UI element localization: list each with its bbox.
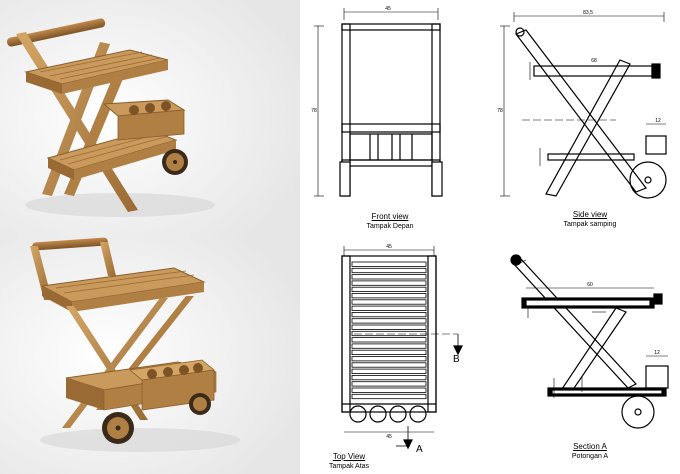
tray-slat bbox=[351, 280, 427, 286]
tray-slat bbox=[351, 349, 427, 356]
tray-slat bbox=[351, 337, 427, 343]
front-width-dim: 45 bbox=[385, 6, 391, 12]
section-b-marker: B bbox=[453, 354, 460, 365]
section-a-drawing bbox=[510, 254, 669, 429]
tray-slat bbox=[351, 318, 427, 324]
tray-slat bbox=[351, 324, 427, 330]
side-tray-dim: 68 bbox=[591, 58, 597, 64]
top-width-dim: 45 bbox=[386, 244, 392, 250]
top-view-caption: Top View Tampak Atas bbox=[304, 452, 394, 472]
front-view-title: Front view bbox=[371, 212, 409, 221]
tray-slat bbox=[351, 330, 427, 337]
top-view-drawing bbox=[341, 246, 463, 450]
tray-slat bbox=[351, 343, 427, 349]
render-cart-top bbox=[0, 0, 300, 237]
side-height-dim: 78 bbox=[497, 108, 503, 114]
section-a-subtitle: Potongan A bbox=[571, 453, 609, 460]
front-height-dim: 78 bbox=[311, 108, 317, 114]
tray-slat bbox=[351, 387, 427, 393]
top-view-title: Top View bbox=[332, 452, 366, 461]
top-view-subtitle: Tampak Atas bbox=[328, 463, 370, 470]
tray-slat bbox=[351, 286, 427, 293]
section-box-dim: 12 bbox=[654, 350, 660, 356]
front-view-drawing bbox=[314, 8, 443, 197]
front-view-subtitle: Tampak Depan bbox=[366, 223, 414, 230]
tray-slat bbox=[351, 311, 427, 318]
tray-slat bbox=[351, 374, 427, 381]
side-view-caption: Side view Tampak samping bbox=[540, 210, 640, 230]
side-box-dim: 12 bbox=[655, 118, 661, 124]
tray-slat bbox=[351, 356, 427, 362]
side-view-drawing bbox=[500, 12, 667, 199]
tray-slat bbox=[351, 368, 427, 374]
section-tray-dim: 60 bbox=[587, 282, 593, 288]
front-view-caption: Front view Tampak Depan bbox=[340, 212, 440, 232]
side-view-subtitle: Tampak samping bbox=[563, 221, 617, 228]
tray-slat bbox=[351, 267, 427, 274]
tray-slat bbox=[351, 299, 427, 305]
tray-slat bbox=[351, 381, 427, 387]
side-view-title: Side view bbox=[572, 210, 608, 219]
side-width-dim: 83,5 bbox=[583, 10, 593, 16]
top-width-bottom-dim: 45 bbox=[386, 434, 392, 440]
tray-slat bbox=[351, 293, 427, 299]
tray-slat bbox=[351, 261, 427, 267]
render-cart-bottom bbox=[0, 237, 300, 474]
tray-slat bbox=[351, 305, 427, 311]
section-a-caption: Section A Potongan A bbox=[540, 442, 640, 462]
tray-slat bbox=[351, 393, 427, 400]
section-a-title: Section A bbox=[573, 442, 607, 451]
tray-slat bbox=[351, 274, 427, 280]
tray-slat bbox=[351, 362, 427, 368]
section-a-marker: A bbox=[416, 444, 423, 455]
